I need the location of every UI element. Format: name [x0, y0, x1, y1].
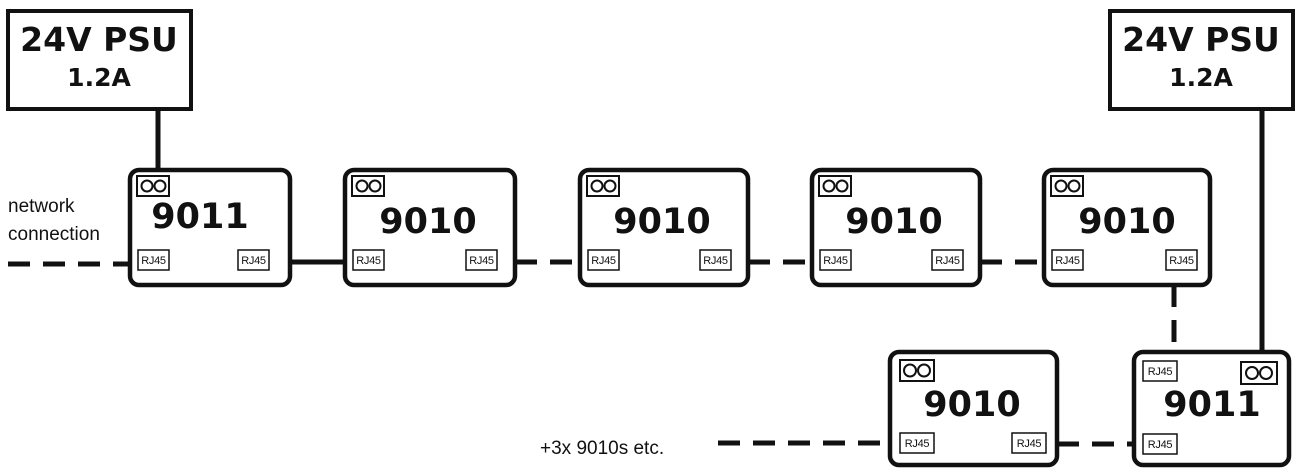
- device-1: 9011 RJ45 RJ45: [127, 167, 293, 288]
- network-connection-label: network connection: [8, 196, 100, 245]
- device-6: 9010 RJ45 RJ45: [887, 349, 1060, 468]
- rj45-port-bottom: [1142, 433, 1178, 455]
- device-3: 9010 RJ45 RJ45: [577, 167, 751, 288]
- rj45-port-right: [465, 249, 498, 271]
- port-top-label: RJ45: [1148, 366, 1173, 378]
- terminal-block-icon: [586, 175, 620, 197]
- device-model: 9010: [923, 385, 1020, 425]
- device-model: 9010: [613, 202, 710, 242]
- port-bottom-label: RJ45: [1148, 439, 1173, 451]
- port-right-label: RJ45: [1169, 255, 1194, 267]
- terminal-block-icon: [136, 175, 170, 197]
- device-4: 9010 RJ45 RJ45: [809, 167, 983, 288]
- psu-title: 24V PSU: [20, 20, 178, 59]
- more-devices-label: +3x 9010s etc.: [540, 438, 664, 459]
- terminal-block-icon: [899, 359, 935, 382]
- device-model: 9010: [845, 202, 942, 242]
- port-right-label: RJ45: [1017, 438, 1042, 450]
- rj45-port-left: [137, 249, 170, 271]
- rj45-port-right: [699, 249, 732, 271]
- rj45-port-right: [931, 249, 964, 271]
- device-model: 9011: [151, 197, 248, 237]
- port-right-label: RJ45: [241, 255, 266, 267]
- port-left-label: RJ45: [141, 255, 166, 267]
- port-left-label: RJ45: [905, 438, 930, 450]
- port-right-label: RJ45: [935, 255, 960, 267]
- port-left-label: RJ45: [591, 255, 616, 267]
- port-right-label: RJ45: [469, 255, 494, 267]
- device-model: 9011: [1163, 385, 1260, 425]
- psu-title: 24V PSU: [1122, 20, 1280, 59]
- terminal-block-icon: [818, 175, 852, 197]
- psu-right: 24V PSU 1.2A: [1108, 9, 1295, 111]
- device-7: RJ45 9011 RJ45: [1131, 349, 1292, 468]
- terminal-block-icon: [1050, 175, 1084, 197]
- rj45-port-left: [1051, 249, 1084, 271]
- rj45-port-left: [819, 249, 852, 271]
- port-left-label: RJ45: [823, 255, 848, 267]
- rj45-port-top: [1142, 360, 1178, 382]
- rj45-port-right: [1011, 432, 1047, 454]
- device-5: 9010 RJ45 RJ45: [1041, 167, 1213, 288]
- connection-lines: [8, 109, 1265, 447]
- rj45-port-left: [352, 249, 385, 271]
- psu-left: 24V PSU 1.2A: [6, 9, 193, 111]
- device-model: 9010: [1078, 202, 1175, 242]
- psu-current: 1.2A: [67, 63, 131, 92]
- network-label-line2: connection: [8, 224, 100, 245]
- device-2: 9010 RJ45 RJ45: [342, 167, 518, 288]
- port-left-label: RJ45: [356, 255, 381, 267]
- rj45-port-right: [237, 249, 270, 271]
- psu-current: 1.2A: [1169, 63, 1233, 92]
- rj45-port-left: [587, 249, 620, 271]
- port-left-label: RJ45: [1055, 255, 1080, 267]
- network-label-line1: network: [8, 196, 75, 217]
- terminal-block-icon: [351, 175, 385, 197]
- rj45-port-right: [1165, 249, 1198, 271]
- device-model: 9010: [379, 202, 476, 242]
- rj45-port-left: [899, 432, 935, 454]
- port-right-label: RJ45: [703, 255, 728, 267]
- terminal-block-icon: [1240, 361, 1278, 385]
